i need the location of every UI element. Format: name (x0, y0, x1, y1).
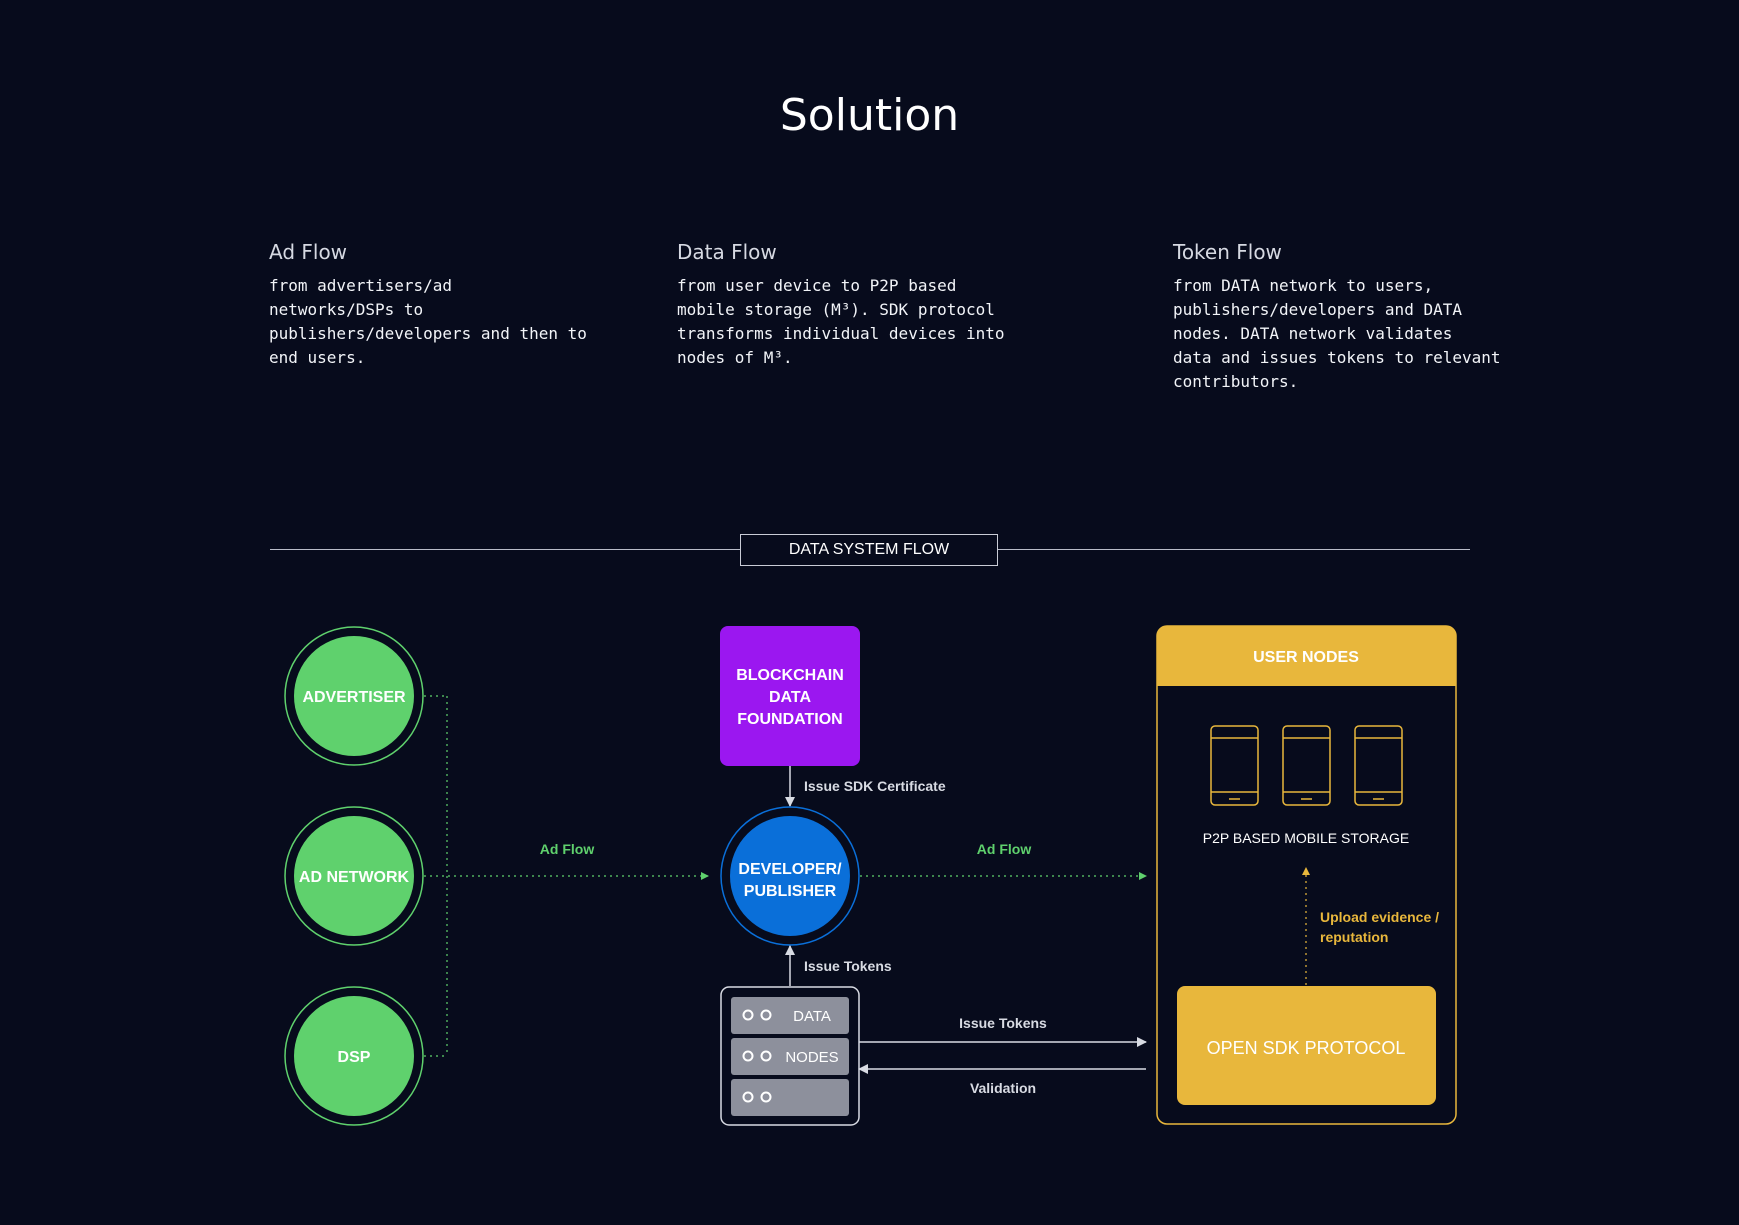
data-flow-line: from user device to P2P based (677, 276, 957, 295)
open-sdk-protocol-label: OPEN SDK PROTOCOL (1207, 1038, 1406, 1058)
blockchain-foundation-node: BLOCKCHAIN DATA FOUNDATION (720, 626, 860, 766)
developer-label-line: DEVELOPER/ (738, 861, 842, 878)
issue-sdk-certificate-label: Issue SDK Certificate (804, 778, 946, 794)
token-flow-column: Token Flow from DATA network to users, p… (1173, 240, 1518, 394)
blockchain-label-line: FOUNDATION (737, 711, 842, 728)
phone-icon (1210, 725, 1259, 806)
ad-flow-column: Ad Flow from advertisers/ad networks/DSP… (269, 240, 599, 370)
data-flow-description: from user device to P2P based mobile sto… (677, 274, 1017, 370)
ad-network-node: AD NETWORK (284, 806, 424, 946)
user-nodes-header: USER NODES (1253, 649, 1359, 666)
ad-flow-line: networks/DSPs to (269, 300, 424, 319)
developer-publisher-node: DEVELOPER/ PUBLISHER (720, 806, 860, 946)
section-divider-right (998, 549, 1470, 550)
phone-icon (1282, 725, 1331, 806)
data-nodes-label-line: NODES (785, 1049, 838, 1066)
advertiser-label: ADVERTISER (302, 689, 406, 706)
upload-evidence-label-line: reputation (1320, 929, 1388, 945)
token-flow-line: contributors. (1173, 372, 1299, 391)
ad-flow-label-left: Ad Flow (540, 841, 595, 857)
data-flow-column: Data Flow from user device to P2P based … (677, 240, 1017, 370)
data-flow-line: transforms individual devices into (677, 324, 1005, 343)
ad-flow-description: from advertisers/ad networks/DSPs to pub… (269, 274, 599, 370)
token-flow-description: from DATA network to users, publishers/d… (1173, 274, 1518, 394)
data-flow-line: mobile storage (M³). SDK protocol (677, 300, 995, 319)
token-flow-line: publishers/developers and DATA (1173, 300, 1462, 319)
mobile-storage-label: P2P BASED MOBILE STORAGE (1203, 830, 1409, 846)
data-flow-line: nodes of M³. (677, 348, 793, 367)
upload-evidence-label-line: Upload evidence / (1320, 909, 1439, 925)
issue-tokens-up-label: Issue Tokens (804, 958, 892, 974)
ad-flow-heading: Ad Flow (269, 240, 348, 264)
data-nodes-label-line: DATA (793, 1008, 831, 1025)
dsp-label: DSP (338, 1049, 371, 1066)
validation-label: Validation (970, 1080, 1036, 1096)
token-flow-heading: Token Flow (1173, 240, 1282, 264)
ad-flow-label-right: Ad Flow (977, 841, 1032, 857)
token-flow-line: nodes. DATA network validates (1173, 324, 1453, 343)
blockchain-label-line: BLOCKCHAIN (736, 667, 844, 684)
ad-network-label: AD NETWORK (299, 869, 410, 886)
open-sdk-protocol-node: OPEN SDK PROTOCOL (1177, 986, 1436, 1105)
page-title: Solution (779, 90, 960, 141)
phone-icon (1354, 725, 1403, 806)
advertiser-node: ADVERTISER (284, 626, 424, 766)
data-flow-heading: Data Flow (677, 240, 777, 264)
ad-sources-bracket (424, 695, 448, 1057)
token-flow-line: from DATA network to users, (1173, 276, 1434, 295)
token-flow-line: data and issues tokens to relevant (1173, 348, 1501, 367)
ad-flow-line: publishers/developers and then to (269, 324, 587, 343)
blockchain-label-line: DATA (769, 689, 812, 706)
ad-flow-line: end users. (269, 348, 366, 367)
ad-flow-line: from advertisers/ad (269, 276, 453, 295)
dsp-node: DSP (284, 986, 424, 1126)
issue-tokens-right-label: Issue Tokens (959, 1015, 1047, 1031)
section-divider-left (270, 549, 740, 550)
data-nodes-server: DATA NODES (720, 986, 860, 1126)
developer-label-line: PUBLISHER (744, 883, 837, 900)
section-label: DATA SYSTEM FLOW (740, 534, 998, 566)
